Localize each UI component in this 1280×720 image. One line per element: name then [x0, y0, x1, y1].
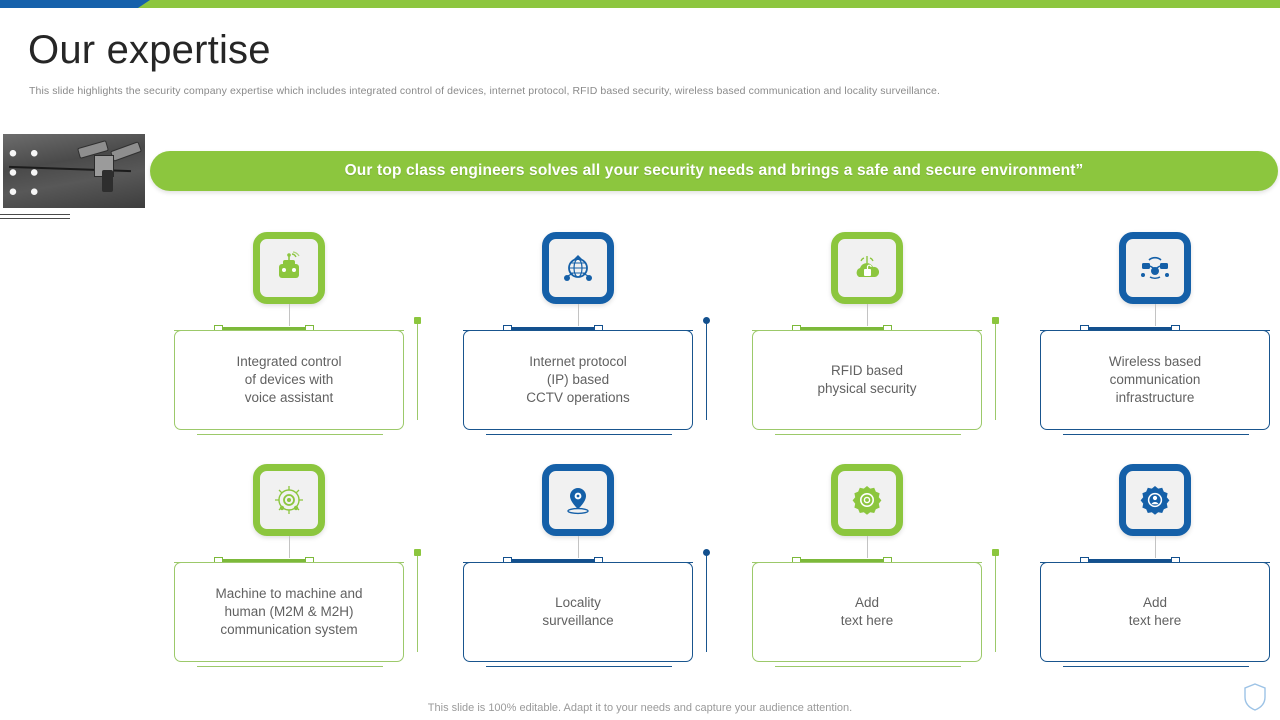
card-text-box[interactable]: Machine to machine and human (M2M & M2H)…: [174, 562, 404, 667]
card-side-dot: [703, 549, 710, 556]
card-stem: [289, 304, 290, 326]
card-stem: [1155, 536, 1156, 558]
rfid-cloud-icon: [850, 251, 884, 285]
footer-note: This slide is 100% editable. Adapt it to…: [427, 702, 853, 714]
card-side-dot: [992, 317, 999, 324]
connector-bar: [800, 327, 884, 332]
card-label: RFID based physical security: [817, 363, 917, 396]
card-label: Machine to machine and human (M2M & M2H)…: [215, 586, 363, 637]
card-underline: [775, 434, 961, 435]
location-pin-icon: [561, 483, 595, 517]
camera-mount: [102, 169, 114, 192]
card-label: Locality surveillance: [542, 595, 614, 628]
card-side-rail: [995, 320, 996, 420]
card-side-rail: [706, 552, 707, 652]
photo-underline-1: [0, 214, 70, 215]
card-stem: [289, 536, 290, 558]
card-label: Wireless based communication infrastruct…: [1108, 354, 1202, 405]
card-stem: [867, 304, 868, 326]
card-label: Add text here: [1128, 595, 1182, 628]
card-underline: [775, 666, 961, 667]
card-icon-box[interactable]: [831, 464, 903, 536]
connector-bar: [222, 327, 306, 332]
page-subtitle: This slide highlights the security compa…: [29, 85, 940, 97]
card-side-dot: [992, 549, 999, 556]
card-label: Integrated control of devices with voice…: [236, 354, 342, 405]
photo-underline-decoration: [0, 214, 70, 222]
card-icon-box[interactable]: [253, 232, 325, 304]
card-text-box[interactable]: Locality surveillance: [463, 562, 693, 667]
card-side-dot: [414, 549, 421, 556]
card-label: Add text here: [840, 595, 894, 628]
card-icon-box[interactable]: [253, 464, 325, 536]
card-text-box[interactable]: Add text here: [752, 562, 982, 667]
card-underline: [486, 434, 672, 435]
card-side-rail: [417, 320, 418, 420]
card-text-box[interactable]: Add text here: [1040, 562, 1270, 667]
card-icon-box[interactable]: [1119, 464, 1191, 536]
connector-bar: [800, 559, 884, 564]
top-accent-green: [0, 0, 1280, 8]
card-stem: [578, 304, 579, 326]
card-side-rail: [995, 552, 996, 652]
connector-bar: [1088, 559, 1172, 564]
connector-bar: [511, 327, 595, 332]
card-stem: [578, 536, 579, 558]
card-text-box[interactable]: RFID based physical security: [752, 330, 982, 435]
card-side-dot: [703, 317, 710, 324]
card-side-dot: [414, 317, 421, 324]
connector-bar: [1088, 327, 1172, 332]
top-accent-blue: [0, 0, 150, 8]
highlight-banner-text: Our top class engineers solves all your …: [344, 162, 1084, 179]
machine-gear-icon: [272, 483, 306, 517]
security-camera-photo: [3, 134, 145, 208]
card-side-rail: [706, 320, 707, 420]
card-stem: [867, 536, 868, 558]
network-nodes-icon: [1138, 251, 1172, 285]
shield-logo-icon: [1244, 683, 1266, 711]
connector-bar: [222, 559, 306, 564]
card-side-rail: [417, 552, 418, 652]
card-icon-box[interactable]: [1119, 232, 1191, 304]
card-stem: [1155, 304, 1156, 326]
card-underline: [197, 666, 383, 667]
card-underline: [486, 666, 672, 667]
card-underline: [197, 434, 383, 435]
gear-target-icon: [850, 483, 884, 517]
photo-underline-2: [0, 218, 70, 219]
card-text-box[interactable]: Integrated control of devices with voice…: [174, 330, 404, 435]
card-icon-box[interactable]: [831, 232, 903, 304]
gear-user-icon: [1138, 483, 1172, 517]
connector-bar: [511, 559, 595, 564]
card-text-box[interactable]: Internet protocol (IP) based CCTV operat…: [463, 330, 693, 435]
card-text-box[interactable]: Wireless based communication infrastruct…: [1040, 330, 1270, 435]
page-title: Our expertise: [28, 28, 271, 72]
card-icon-box[interactable]: [542, 232, 614, 304]
top-accent-bar: [0, 0, 1280, 8]
card-icon-box[interactable]: [542, 464, 614, 536]
highlight-banner: Our top class engineers solves all your …: [150, 151, 1278, 191]
voice-assistant-icon: [272, 251, 306, 285]
globe-network-icon: [561, 251, 595, 285]
card-label: Internet protocol (IP) based CCTV operat…: [526, 354, 630, 405]
card-underline: [1063, 666, 1249, 667]
card-underline: [1063, 434, 1249, 435]
